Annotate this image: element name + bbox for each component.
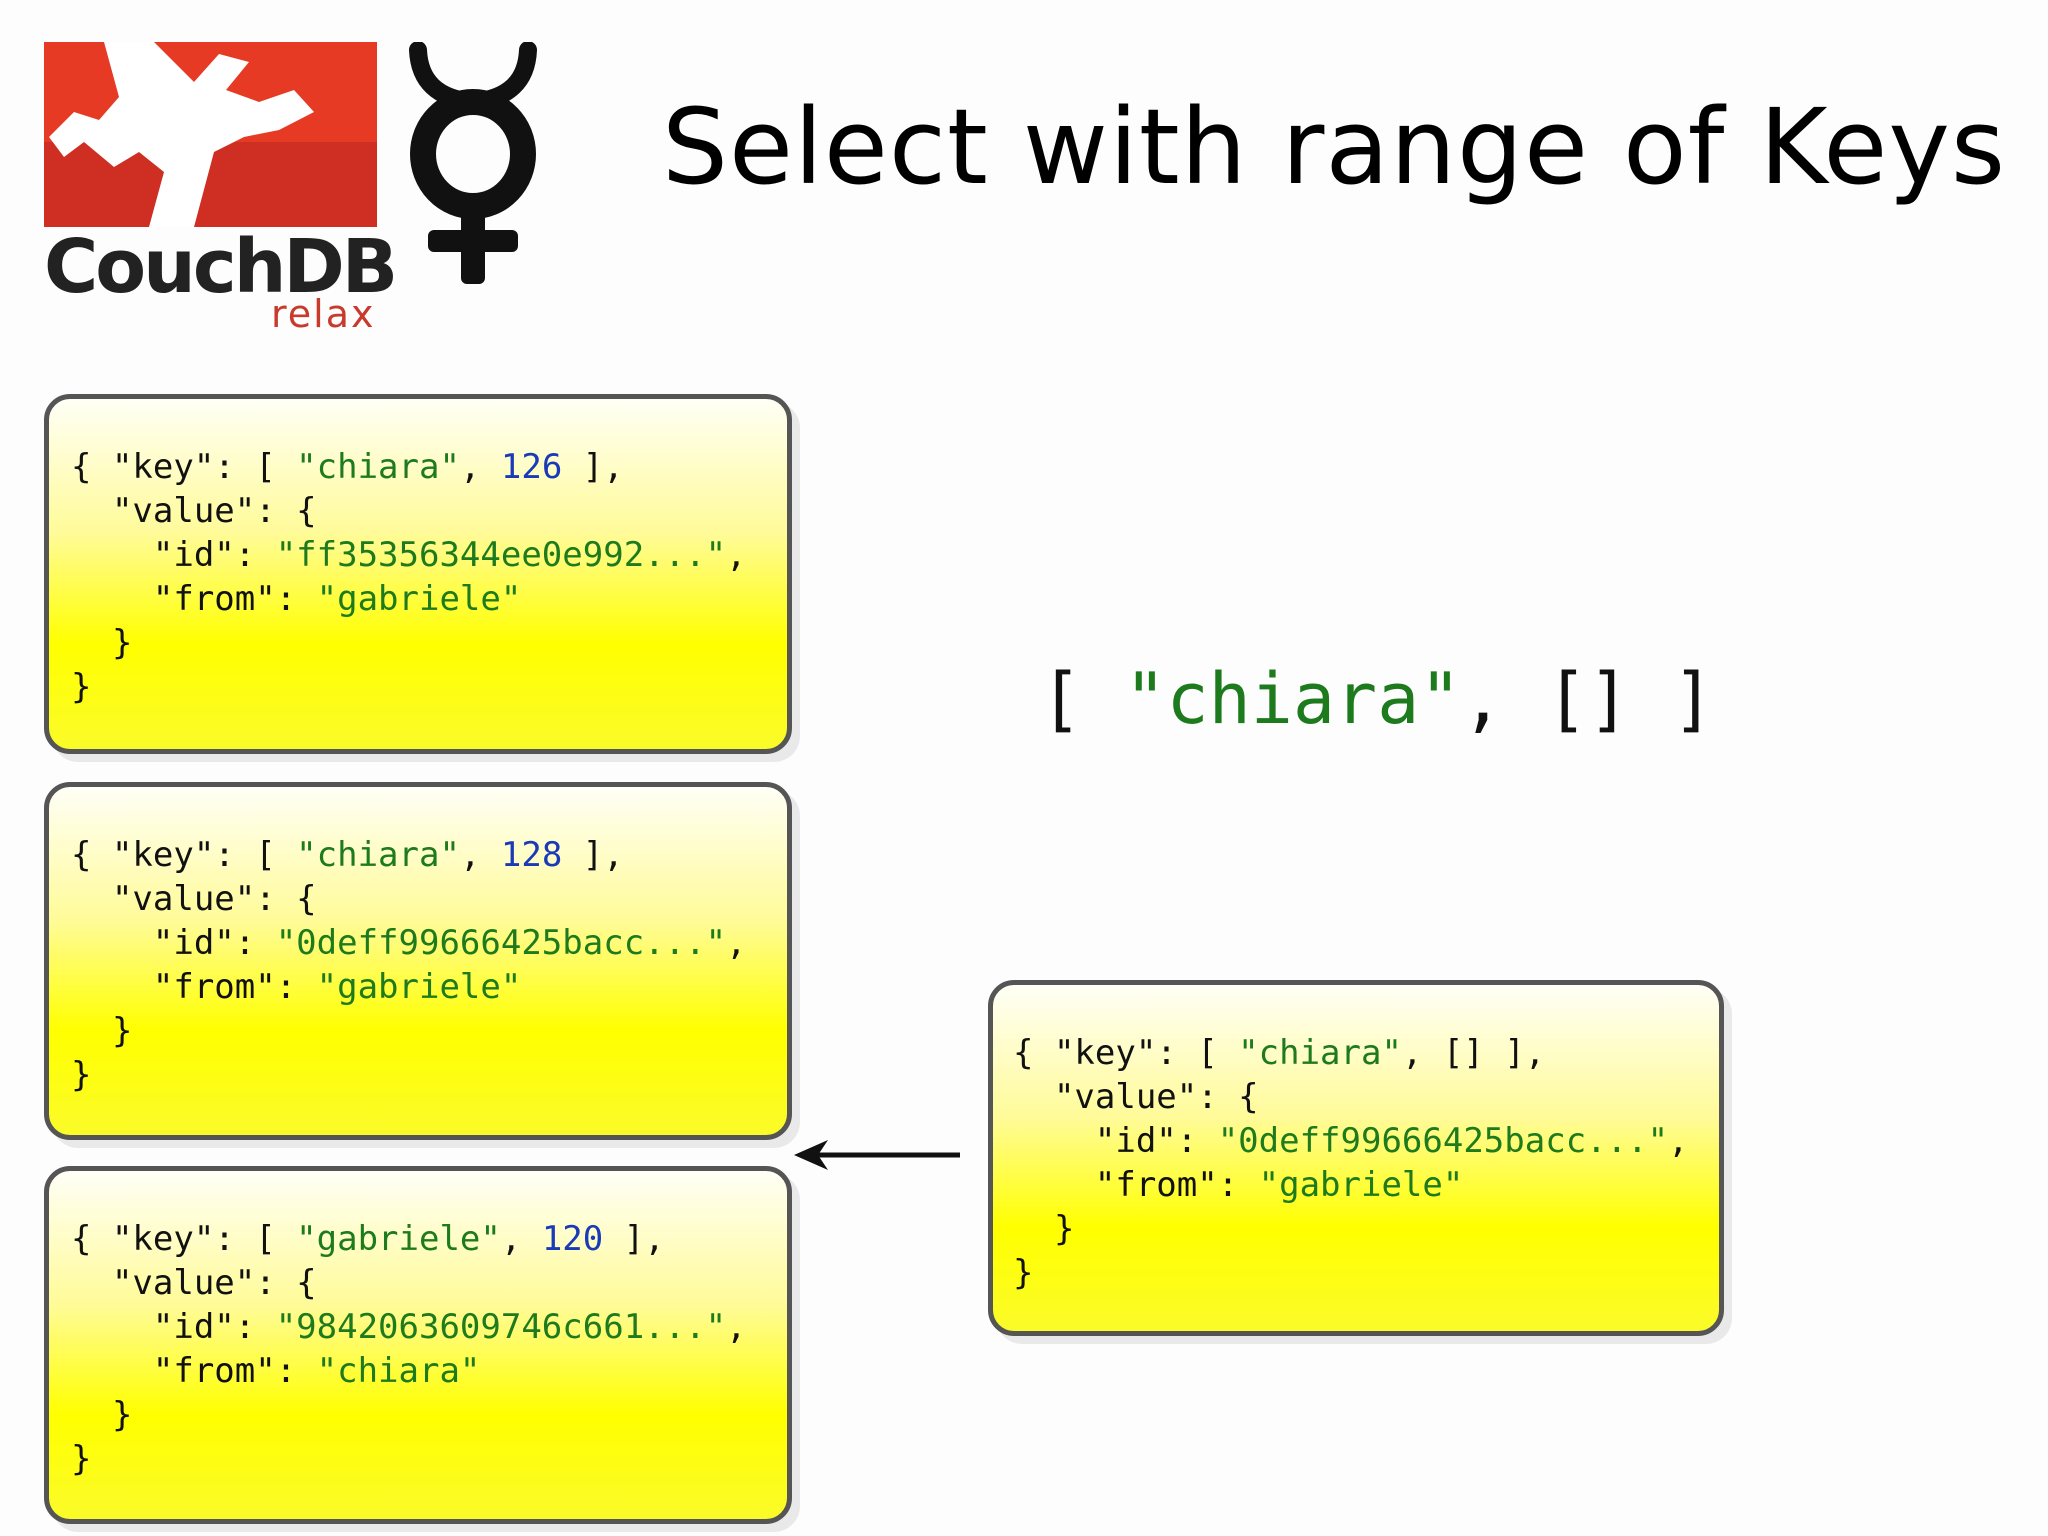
logo-wordmark: CouchDB: [44, 224, 398, 310]
left-arrow-icon: [794, 1140, 960, 1170]
json-row: { "key": [ "chiara", [] ], "value": { "i…: [1013, 1033, 1689, 1293]
couchdb-logo: CouchDB relax: [44, 42, 398, 336]
range-rest: , [] ]: [1461, 658, 1715, 740]
key-number: 126: [500, 447, 563, 487]
view-row-card: { "key": [ "chiara", 126 ], "value": { "…: [44, 394, 792, 754]
doc-id: "0deff99666425bacc...": [275, 923, 727, 963]
json-row: { "key": [ "chiara", 128 ], "value": { "…: [71, 835, 747, 1095]
range-open: [: [1040, 658, 1125, 740]
key-name: "chiara": [296, 835, 460, 875]
slide-title: Select with range of Keys: [662, 86, 2007, 208]
mercury-symbol-icon: [409, 42, 537, 284]
range-name: "chiara": [1124, 658, 1462, 740]
key-name: "chiara": [1238, 1033, 1402, 1073]
couchdb-logo-mark: [44, 42, 377, 227]
key-number: 120: [541, 1219, 604, 1259]
key-number: 128: [500, 835, 563, 875]
range-key: [ "chiara", [] ]: [1040, 658, 1714, 740]
search-key-card: { "key": [ "chiara", [] ], "value": { "i…: [988, 980, 1724, 1336]
from-value: "gabriele": [316, 579, 522, 619]
key-empty-array: []: [1442, 1033, 1484, 1073]
doc-id: "9842063609746c661...": [275, 1307, 727, 1347]
from-value: "gabriele": [1258, 1165, 1464, 1205]
from-value: "gabriele": [316, 967, 522, 1007]
from-value: "chiara": [316, 1351, 481, 1391]
view-row-card: { "key": [ "gabriele", 120 ], "value": {…: [44, 1166, 792, 1524]
json-row: { "key": [ "chiara", 126 ], "value": { "…: [71, 447, 747, 707]
key-name: "chiara": [296, 447, 460, 487]
doc-id: "0deff99666425bacc...": [1217, 1121, 1669, 1161]
doc-id: "ff35356344ee0e992...": [275, 535, 727, 575]
logo-tagline: relax: [271, 292, 376, 336]
view-row-card: { "key": [ "chiara", 128 ], "value": { "…: [44, 782, 792, 1140]
relaxing-figure-icon: [49, 42, 314, 227]
key-name: "gabriele": [296, 1219, 501, 1259]
json-row: { "key": [ "gabriele", 120 ], "value": {…: [71, 1219, 747, 1479]
